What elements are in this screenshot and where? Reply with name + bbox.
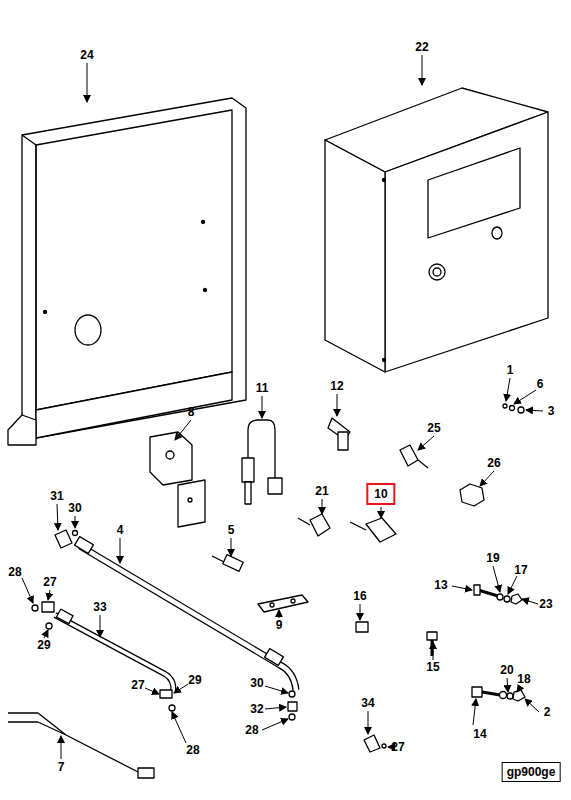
callout-number: 32 [250, 703, 263, 715]
callout-number: 27 [43, 576, 56, 588]
callout-number: 20 [500, 664, 513, 676]
callout-number: 27 [391, 741, 404, 753]
callout-number: 3 [548, 405, 555, 417]
callout-number: 24 [80, 49, 93, 61]
drawing-id: gp900ge [507, 765, 556, 779]
callout-number: 9 [276, 619, 283, 631]
highlighted-callout: 10 [366, 483, 395, 505]
callout-number: 27 [131, 679, 144, 691]
callout-number: 29 [37, 639, 50, 651]
callout-number: 33 [93, 601, 106, 613]
callout-number: 13 [434, 579, 447, 591]
callout-number: 7 [58, 761, 65, 773]
callout-number: 14 [473, 728, 486, 740]
callout-number: 15 [426, 661, 439, 673]
callout-number: 34 [361, 697, 374, 709]
callout-number: 28 [186, 744, 199, 756]
callout-number: 28 [8, 566, 21, 578]
callout-number: 5 [228, 524, 235, 536]
callout-number: 23 [539, 598, 552, 610]
callout-number: 17 [514, 564, 527, 576]
callout-number: 25 [427, 422, 440, 434]
callout-number: 30 [68, 502, 81, 514]
callout-number: 26 [487, 457, 500, 469]
callout-number: 29 [188, 674, 201, 686]
callout-number: 1 [507, 364, 514, 376]
callout-number: 31 [50, 490, 63, 502]
callout-number: 22 [415, 41, 428, 53]
callout-number: 30 [250, 677, 263, 689]
callout-number: 8 [188, 406, 195, 418]
drawing-id-box: gp900ge [502, 762, 561, 782]
callout-number: 2 [544, 706, 551, 718]
callout-number: 10 [374, 487, 387, 501]
callout-number: 16 [353, 590, 366, 602]
callout-number: 28 [245, 724, 258, 736]
callout-number: 18 [517, 673, 530, 685]
callout-number: 4 [117, 524, 124, 536]
callout-number: 19 [486, 552, 499, 564]
callout-number: 12 [330, 380, 343, 392]
callout-number: 6 [537, 378, 544, 390]
callout-number: 11 [256, 382, 269, 394]
callout-number: 21 [315, 485, 328, 497]
